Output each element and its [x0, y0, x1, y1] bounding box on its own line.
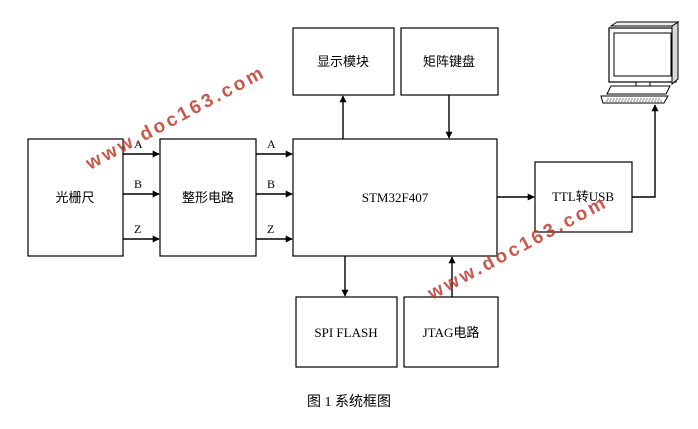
shaping-label: 整形电路 [182, 190, 234, 205]
ttl-usb-label: TTL转USB [552, 189, 614, 204]
signal-label-z-2: Z [267, 222, 274, 236]
arrow-ttl-usb-pc [632, 104, 659, 198]
signal-label-b-2: B [267, 177, 275, 191]
shaping-box [159, 138, 257, 257]
jtag-label: JTAG电路 [423, 325, 480, 340]
grating-label: 光栅尺 [55, 190, 94, 205]
signal-label-z-1: Z [134, 222, 141, 236]
display-label: 显示模块 [317, 54, 369, 69]
keypad-label: 矩阵键盘 [423, 54, 475, 69]
signal-label-a-2: A [267, 137, 276, 151]
jtag-box [403, 296, 499, 368]
figure-caption: 图 1 系统框图 [307, 394, 391, 410]
display-box [292, 27, 395, 96]
mcu-label: STM32F407 [362, 190, 429, 205]
spi-flash-box [295, 296, 398, 368]
signal-label-a-1: A [134, 137, 143, 151]
grating-box [27, 138, 124, 257]
ttl-usb-box [534, 161, 633, 233]
mcu-box [292, 138, 498, 257]
computer-icon [600, 21, 680, 104]
spi-flash-label: SPI FLASH [314, 325, 377, 340]
signal-label-b-1: B [134, 177, 142, 191]
